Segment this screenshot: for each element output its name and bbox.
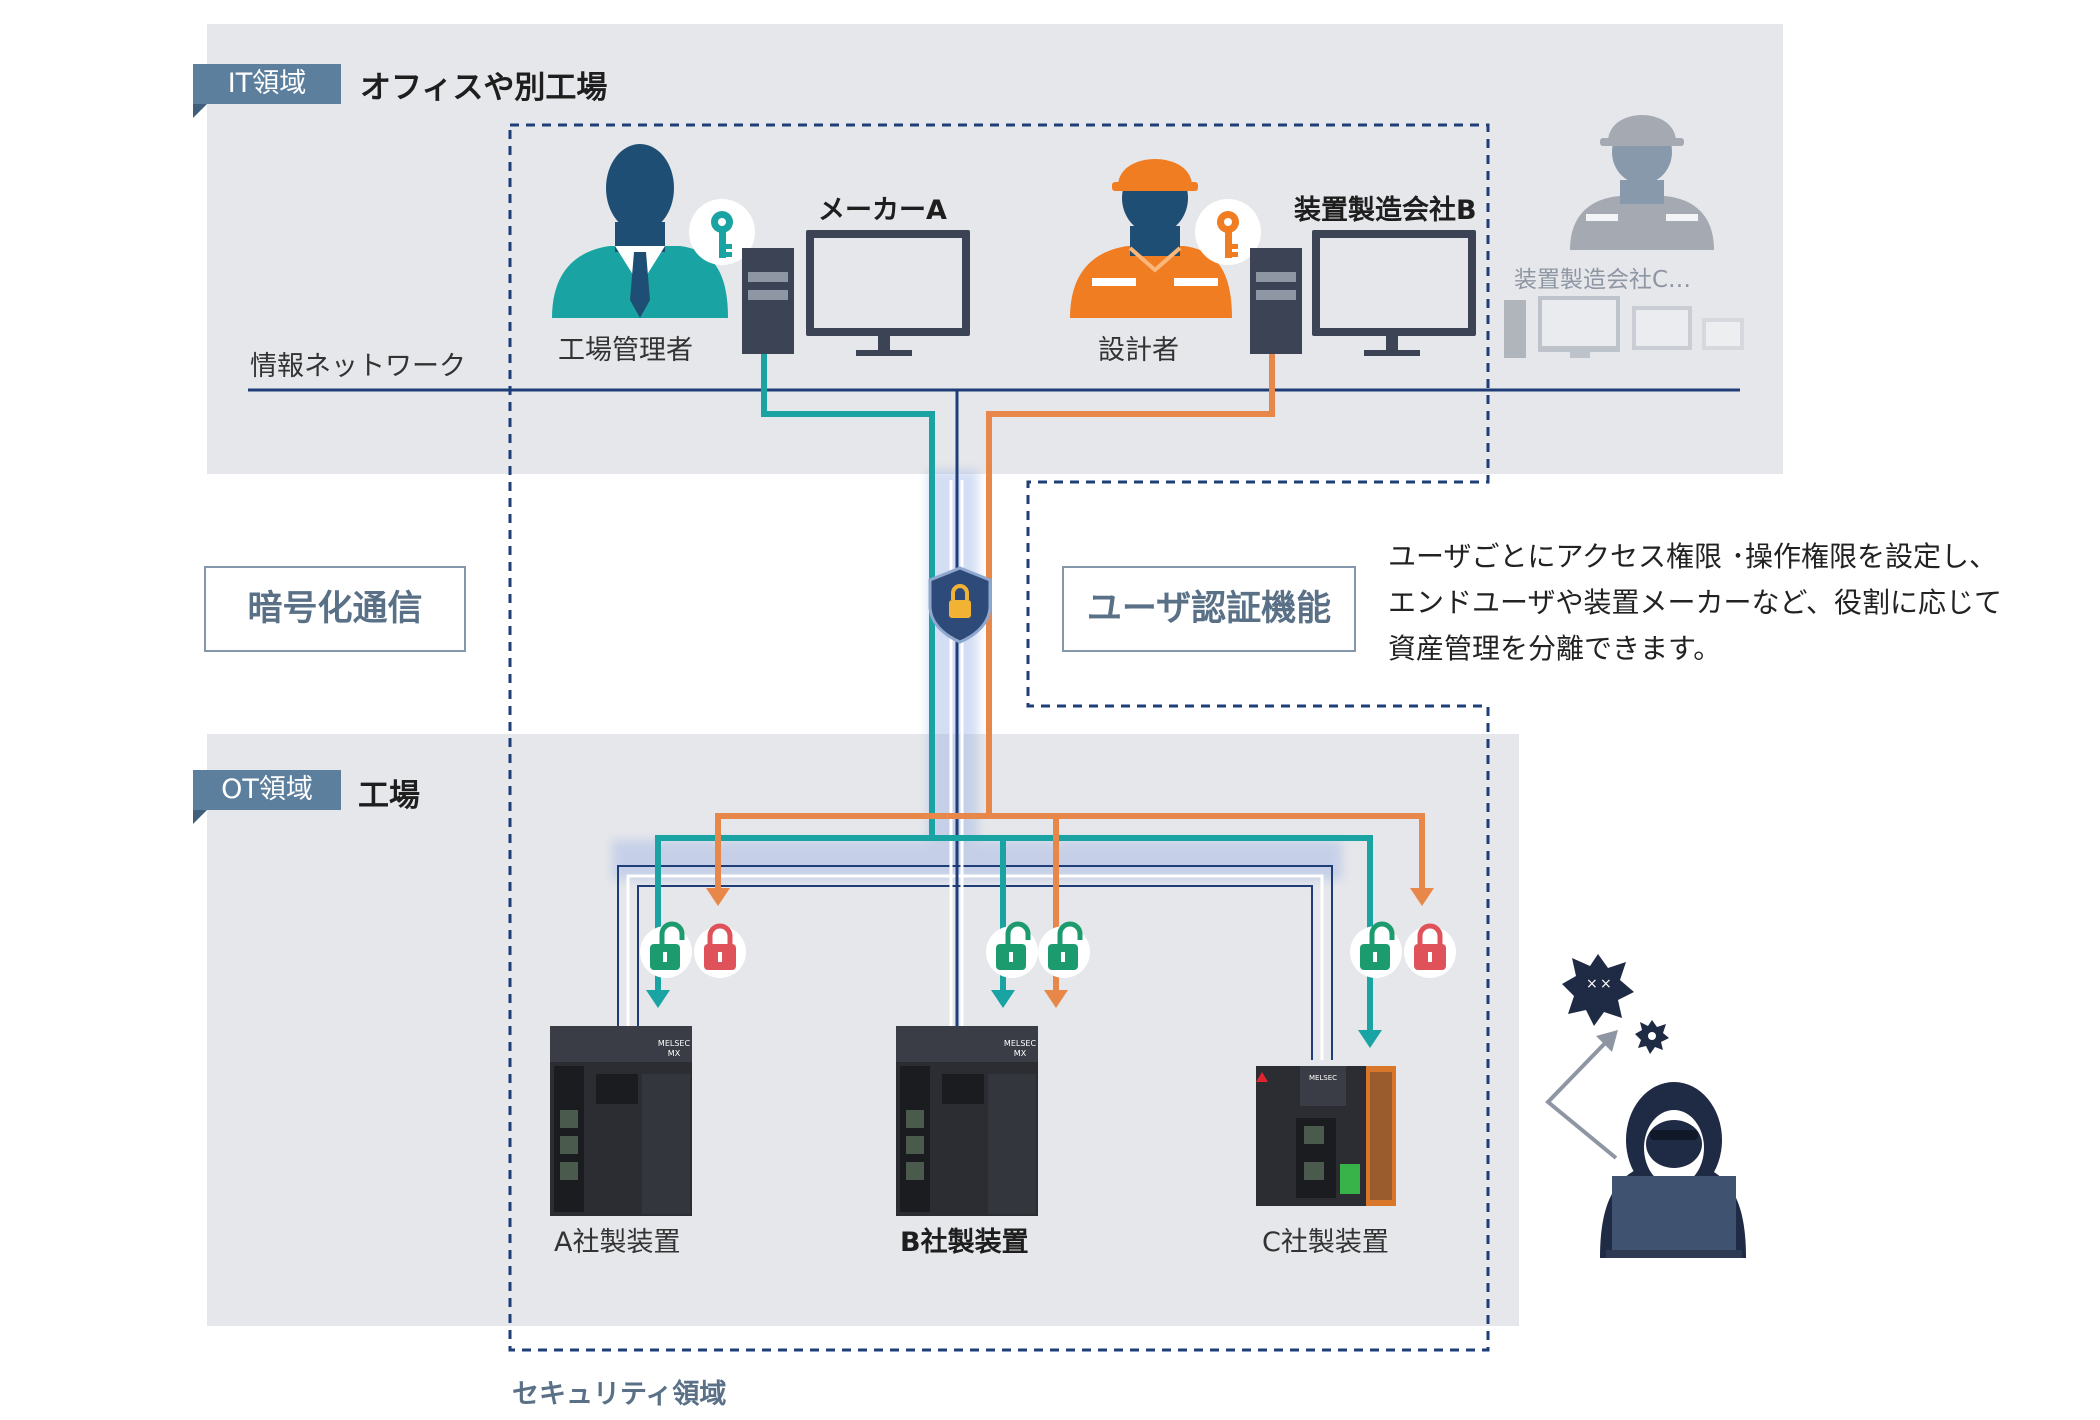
orange-access-path [715,350,1425,992]
maker-a-label: メーカーA [818,195,947,226]
it-zone-tag: IT領域 [193,64,341,118]
security-region-border [508,123,1490,1352]
description-line-3: 資産管理を分離できます。 [1388,632,1722,665]
plc-c-brand: MELSEC [1309,1074,1337,1082]
device-c-label: C社製装置 [1262,1227,1389,1258]
lock-open-green-c-icon [1350,921,1402,978]
description-line-1: ユーザごとにアクセス権限 ･操作権限を設定し、 [1388,540,1997,573]
lock-open-green-b2-icon [1038,921,1090,978]
plc-a-model: MX [668,1049,681,1058]
encrypted-communication-box: 暗号化通信 [204,566,466,652]
plc-b-device-icon: MELSEC MX [896,1026,1038,1216]
designer-label: 設計者 [1098,335,1179,366]
teal-key-icon [689,199,755,265]
it-zone-title: オフィスや別工場 [360,70,608,106]
plc-b-brand: MELSEC [1004,1039,1037,1048]
factory-manager-label: 工場管理者 [558,335,693,366]
ot-zone [207,734,1519,1326]
orange-arrowheads [706,888,1434,1008]
manufacturer-c-person-icon [1570,115,1714,250]
lock-open-green-a-icon [640,921,692,978]
plc-a-device-icon: MELSEC MX [550,1026,692,1216]
svg-text:×: × [1586,976,1598,992]
orange-key-icon [1195,199,1261,265]
maker-a-pc-icon [742,230,970,356]
lock-closed-red-a-icon [694,923,746,978]
device-b-label: B社製装置 [900,1227,1029,1258]
teal-arrowheads [646,990,1382,1048]
plc-a-brand: MELSEC [658,1039,691,1048]
device-a-label: A社製装置 [554,1227,681,1258]
virus-large-icon: × × [1562,954,1634,1026]
hacker-attack-arrow [1545,1036,1618,1160]
lock-closed-red-c-icon [1404,923,1456,978]
ot-zone-tag: OT領域 [193,770,341,824]
manufacturer-c-pc-icons [1504,296,1744,358]
plc-b-model: MX [1014,1049,1027,1058]
hacker-icon [1600,1082,1746,1258]
plc-c-device-icon: MELSEC [1256,1066,1396,1206]
svg-text:×: × [1600,976,1612,992]
lock-open-green-b1-icon [986,921,1038,978]
virus-small-icon [1635,1020,1669,1054]
manufacturer-b-pc-icon [1250,230,1476,356]
factory-manager-person-icon [552,144,728,318]
designer-person-icon [1070,159,1232,318]
ot-zone-title: 工場 [358,778,420,814]
user-authentication-box: ユーザ認証機能 [1062,566,1356,652]
description-line-2: エンドユーザや装置メーカーなど、役割に応じて [1388,586,2003,619]
description-text: ユーザごとにアクセス権限 ･操作権限を設定し、 エンドユーザや装置メーカーなど、… [1388,534,2002,672]
shield-icon [928,566,992,644]
network-label: 情報ネットワーク [250,351,466,382]
manufacturer-c-label: 装置製造会社C… [1514,267,1692,293]
it-zone [207,24,1783,474]
security-zone-label: セキュリティ領域 [512,1379,727,1410]
manufacturer-b-label: 装置製造会社B [1294,195,1477,226]
